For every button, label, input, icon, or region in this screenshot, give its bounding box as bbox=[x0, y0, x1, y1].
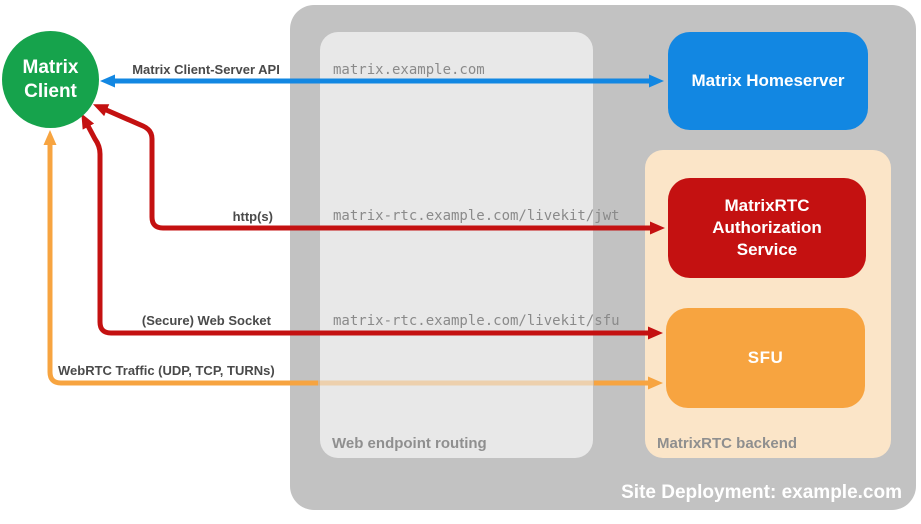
matrixrtc-backend-label: MatrixRTC backend bbox=[657, 435, 798, 452]
webrtc-edge-label: WebRTC Traffic (UDP, TCP, TURNs) bbox=[58, 363, 275, 378]
matrix-client-label: Matrix Client bbox=[22, 56, 79, 102]
sfu-label: SFU bbox=[747, 348, 784, 367]
site-deployment-label: Site Deployment: example.com bbox=[621, 482, 902, 503]
matrixrtc-authorization-service-node: MatrixRTC Authorization Service bbox=[668, 178, 866, 278]
route-url-sfu: matrix-rtc.example.com/livekit/sfu bbox=[333, 313, 620, 329]
web-endpoint-routing-label: Web endpoint routing bbox=[332, 435, 487, 452]
route-url-jwt: matrix-rtc.example.com/livekit/jwt bbox=[333, 208, 620, 224]
sfu-node: SFU bbox=[666, 308, 865, 408]
matrix-homeserver-node: Matrix Homeserver bbox=[668, 32, 868, 130]
route-url-homeserver: matrix.example.com bbox=[333, 62, 485, 78]
cs-api-edge-label: Matrix Client-Server API bbox=[132, 62, 280, 77]
edge-webrtc bbox=[43, 130, 318, 386]
websocket-edge-label: (Secure) Web Socket bbox=[141, 313, 271, 328]
matrix-homeserver-label: Matrix Homeserver bbox=[691, 71, 845, 90]
matrixrtc-authorization-service-label: MatrixRTC Authorization Service bbox=[712, 195, 822, 260]
matrix-client-node: Matrix Client bbox=[2, 31, 99, 128]
https-edge-label: http(s) bbox=[232, 209, 273, 224]
web-endpoint-routing-container bbox=[320, 32, 593, 458]
